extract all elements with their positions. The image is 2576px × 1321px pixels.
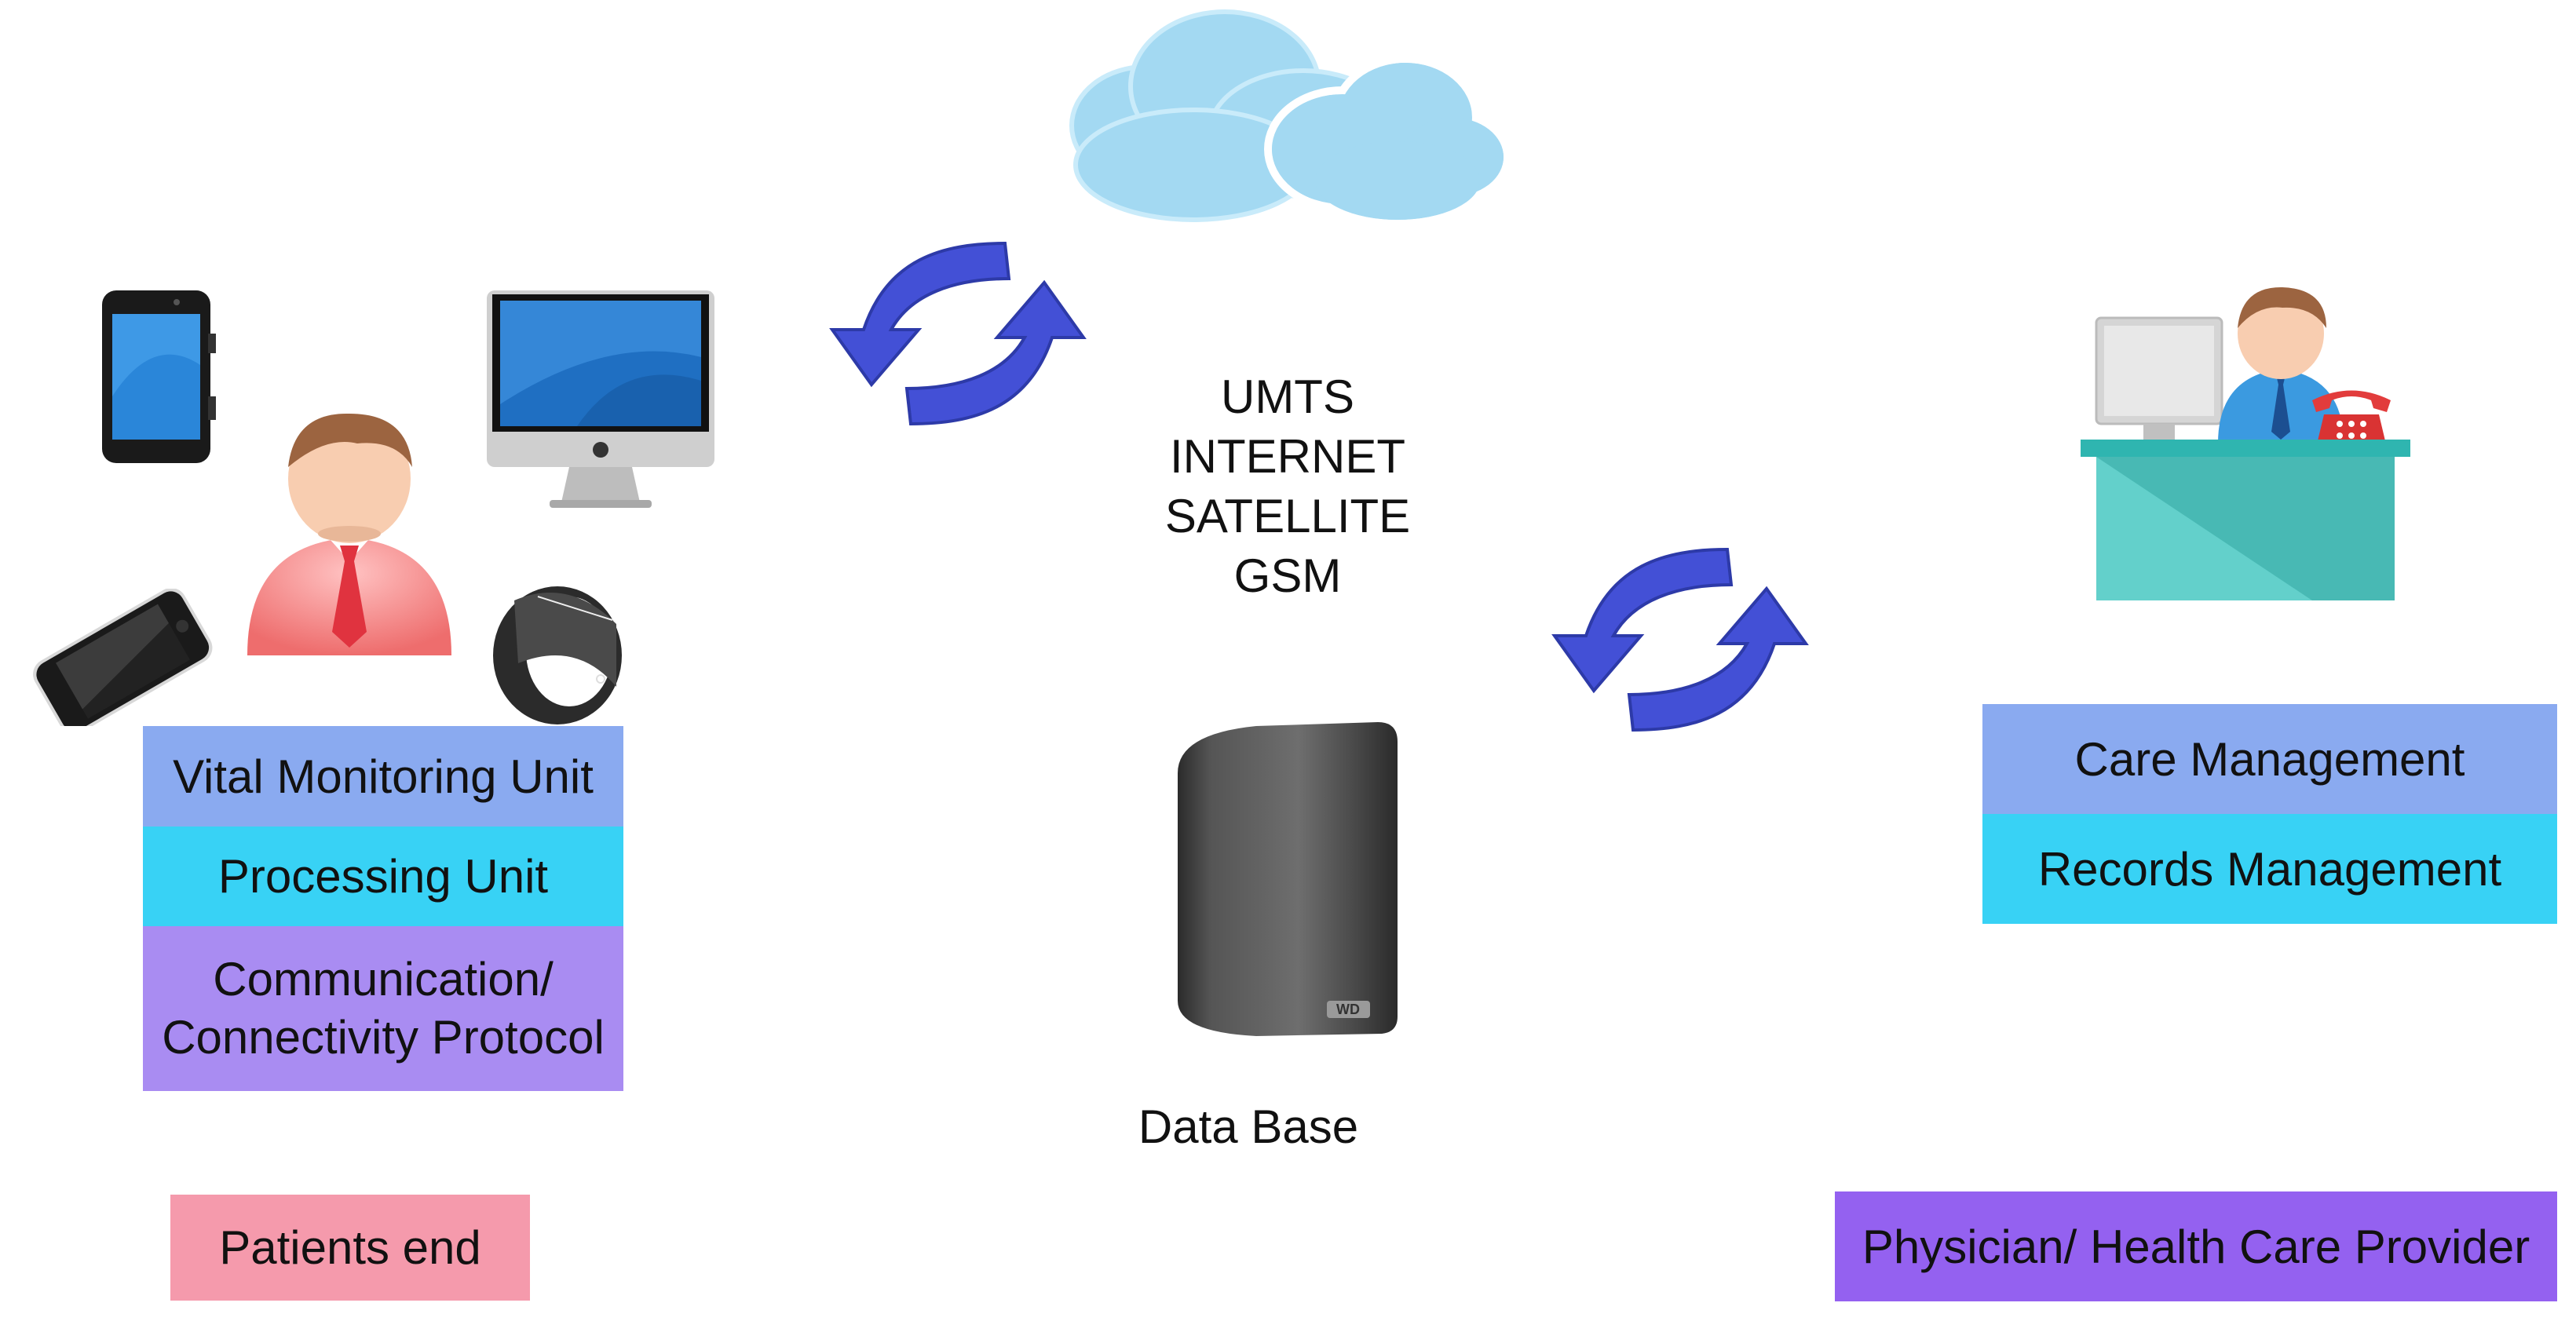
network-label-internet: INTERNET	[1170, 430, 1405, 483]
smartphone-icon[interactable]	[20, 589, 224, 726]
sync-arrows-icon[interactable]	[817, 235, 1099, 432]
physician-provider-text: Physician/ Health Care Provider	[1862, 1220, 2530, 1273]
processing-unit-label: Processing Unit	[217, 850, 549, 903]
vital-monitoring-bg	[143, 726, 623, 827]
telephone-icon	[2312, 390, 2391, 447]
database-drive-icon[interactable]: WD	[1162, 718, 1405, 1040]
care-management-unit[interactable]: Care Management	[1982, 704, 2557, 814]
drive-brand-label: WD	[1336, 1002, 1360, 1017]
care-management-bg	[1982, 704, 2557, 814]
vital-monitoring-unit[interactable]: Vital Monitoring Unit	[143, 726, 623, 827]
vital-monitoring-label: Vital Monitoring Unit	[173, 750, 594, 803]
cloud-icon	[1069, 9, 1511, 228]
smartwatch-icon[interactable]	[483, 577, 632, 730]
database-label: Data Base	[1138, 1100, 1359, 1153]
desktop-computer-icon[interactable]	[483, 286, 718, 510]
patients-end-bg	[170, 1195, 530, 1301]
patients-end-text: Patients end	[219, 1221, 481, 1274]
doctor-desk-icon	[2081, 286, 2410, 600]
records-management-unit[interactable]: Records Management	[1982, 814, 2557, 924]
network-label-gsm: GSM	[1233, 549, 1342, 602]
network-label-satellite: SATELLITE	[1164, 490, 1411, 542]
records-management-bg	[1982, 814, 2557, 924]
care-management-label: Care Management	[2074, 732, 2465, 786]
tablet-icon[interactable]	[98, 286, 224, 467]
network-label-umts: UMTS	[1221, 370, 1354, 423]
processing-unit-bg	[143, 827, 623, 926]
processing-unit[interactable]: Processing Unit	[143, 827, 623, 926]
patients-end-label: Patients end	[170, 1195, 530, 1301]
patient-avatar-icon	[247, 413, 451, 655]
communication-label-line1: Communication/	[213, 953, 554, 1005]
sync-arrows-icon[interactable]	[1539, 542, 1821, 738]
communication-protocol-unit[interactable]: Communication/ Connectivity Protocol	[143, 926, 623, 1091]
physician-provider-label: Physician/ Health Care Provider	[1835, 1191, 2557, 1301]
records-management-label: Records Management	[2037, 842, 2502, 896]
communication-label-line2: Connectivity Protocol	[162, 1011, 605, 1064]
physician-provider-bg	[1835, 1191, 2557, 1301]
communication-unit-bg	[143, 926, 623, 1091]
